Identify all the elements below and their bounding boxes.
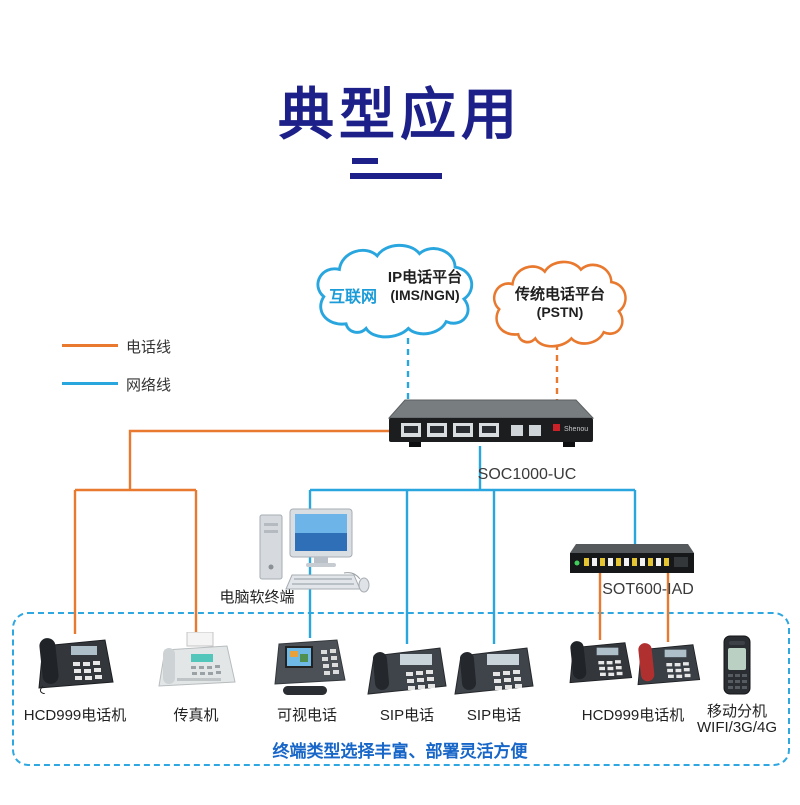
sot600-device-image [570,544,694,573]
title-underline-decoration [350,158,442,179]
videophone-screen-content [300,654,308,662]
title-dash-long [350,173,442,179]
phone-display [664,649,687,658]
phone-keypad [666,662,691,678]
internet-cloud-text: IP电话平台 (IMS/NGN) [377,266,473,303]
videophone-handset [283,686,327,695]
terminal-label-fax: 传真机 [173,707,219,724]
phone-cord [39,685,46,694]
sip-phone-1-image [367,647,447,695]
legend-phone-line-label: 电话线 [126,339,172,356]
terminal-box-caption: 终端类型选择丰富、部署灵活方便 [272,742,528,761]
fax-output-slot [177,678,221,681]
hcd999-phone-right-a-image [569,641,633,684]
fax-machine-image [158,632,236,687]
fax-buttons [191,665,221,675]
pc-monitor-base [306,563,336,567]
phone-handset [638,643,655,682]
fax-display [191,654,213,662]
pc-power-button [268,564,274,570]
title-dash-short [352,158,378,164]
internet-cloud-tag: 互联网 [329,289,378,306]
pc-mouse [358,577,370,593]
hcd999-phone-left-image [38,638,114,694]
pc-screen-bottom [295,533,347,551]
terminal-label-hcd999-left: HCD999电话机 [23,707,127,724]
pc-monitor-stand [314,557,328,563]
device-top-face [387,399,595,419]
sot600-label: SOT600-IAD [602,581,694,598]
iad-power-led [574,560,580,566]
terminal-label-sip2: SIP电话 [466,707,522,724]
pc-soft-terminal-image [259,508,370,593]
terminal-group-box [12,612,790,766]
iad-right-module [674,557,688,567]
sip-phone-2-image [454,647,534,695]
sipphone-handset [459,652,477,690]
pstn-platform-label: 传统电话平台 [514,286,605,303]
fax-handset [163,648,175,684]
fax-paper [186,632,214,647]
pc-screen-top [295,514,347,533]
soc1000-label: SOC1000-UC [477,466,577,483]
sipphone-display [400,654,432,665]
sipphone-handset [372,652,390,690]
phone-keypad [73,661,102,680]
page-title: 典型应用 [278,83,522,146]
device-foot [563,442,575,447]
internet-cloud-shape [316,243,474,339]
ip-platform-label: IP电话平台 [387,269,463,286]
terminal-label-mobile: 移动分机 [706,703,768,720]
phone-handset [39,638,59,684]
mobile-extension-image [723,635,751,695]
phone-display [71,646,97,655]
videophone-screen-content [290,651,298,657]
legend-network-line-label: 网络线 [126,377,172,394]
device-foot [409,442,421,447]
iad-top-face [570,544,694,553]
phone-line-wires [73,344,670,642]
pc-keyboard [285,574,361,590]
pstn-cloud-text: 传统电话平台 (PSTN) [498,283,622,320]
phone-keypad [598,660,623,676]
phone-handset [570,641,587,680]
device-ports [401,423,541,437]
terminal-label-hcd999-right: HCD999电话机 [581,707,685,724]
soc1000-device-image: Shenou [387,399,595,447]
pc-mouse-cable [343,572,361,580]
cloud-outline [493,260,627,348]
sipphone-keypad [406,670,435,690]
terminal-label-videophone: 可视电话 [276,707,338,724]
legend-network-line-sample [62,382,118,385]
terminal-label-sip1: SIP电话 [379,707,435,724]
pc-tower-slot [264,523,278,526]
fax-body [158,645,236,687]
device-logo-mark [553,424,560,431]
videophone-keypad [321,649,339,675]
mobile-earpiece [729,641,745,645]
pc-key-row [294,578,352,580]
sipphone-display [487,654,519,665]
pc-tower-slot [264,530,278,533]
pc-soft-terminal-label: 电脑软终端 [219,589,295,606]
mobile-keypad [728,674,747,689]
hcd999-phone-right-b-image [637,643,701,686]
terminal-sublabel-mobile: WIFI/3G/4G [696,719,778,736]
ims-ngn-label: (IMS/NGN) [390,287,460,303]
phone-display [596,647,619,656]
pstn-label: (PSTN) [536,304,584,320]
device-brand-text: Shenou [564,426,588,433]
wire-soc-to-left-branch [128,429,391,490]
cloud-outline [316,243,474,339]
pc-key-row [292,583,354,585]
pstn-cloud-shape [493,260,627,348]
legend-phone-line-sample [62,344,118,347]
sipphone-keypad [493,670,522,690]
video-phone-image [274,639,346,695]
iad-ports [584,558,669,566]
mobile-screen [728,648,746,670]
